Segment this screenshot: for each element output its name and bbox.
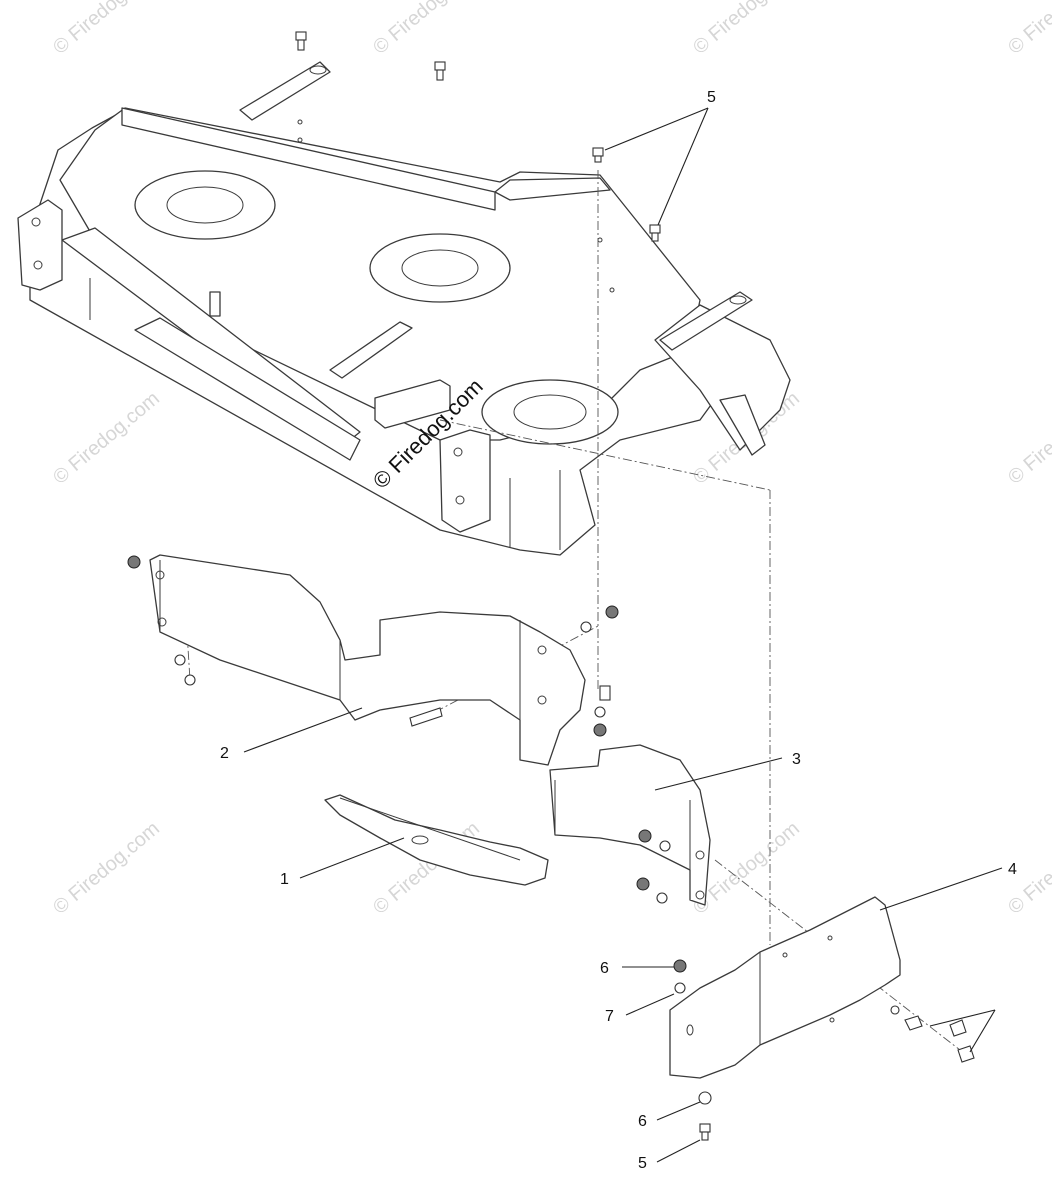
callout-2: 2 (220, 745, 229, 762)
callout-5-top: 5 (707, 89, 716, 106)
baffle-right (549, 744, 711, 906)
callout-1: 1 (280, 871, 289, 888)
watermark-tile: © Firedog.com (49, 387, 164, 488)
callout-6-lower: 6 (638, 1113, 647, 1130)
watermark-tile: © Firedog.com (49, 0, 164, 59)
baffle-left (149, 554, 586, 766)
watermark-tile: © Firedog.com (49, 817, 164, 918)
callout-6-upper: 7 (605, 1008, 614, 1025)
watermark-tile: © Firedog.com (1004, 387, 1052, 488)
callout-7: 6 (600, 960, 609, 977)
callout-3: 3 (792, 751, 801, 768)
deflector (669, 896, 901, 1079)
leader-lines (243, 107, 1003, 1163)
blade (324, 794, 549, 886)
deck-housing (17, 61, 791, 556)
watermark-tile: © Firedog.com (689, 0, 804, 59)
callout-4: 4 (1008, 861, 1017, 878)
watermark-tile: © Firedog.com (1004, 0, 1052, 59)
hardware (127, 31, 975, 1141)
callouts: 1 2 3 4 5 6 7 6 5 (220, 89, 1017, 1172)
callout-5-bottom: 5 (638, 1155, 647, 1172)
watermark-tile: © Firedog.com (369, 0, 484, 59)
